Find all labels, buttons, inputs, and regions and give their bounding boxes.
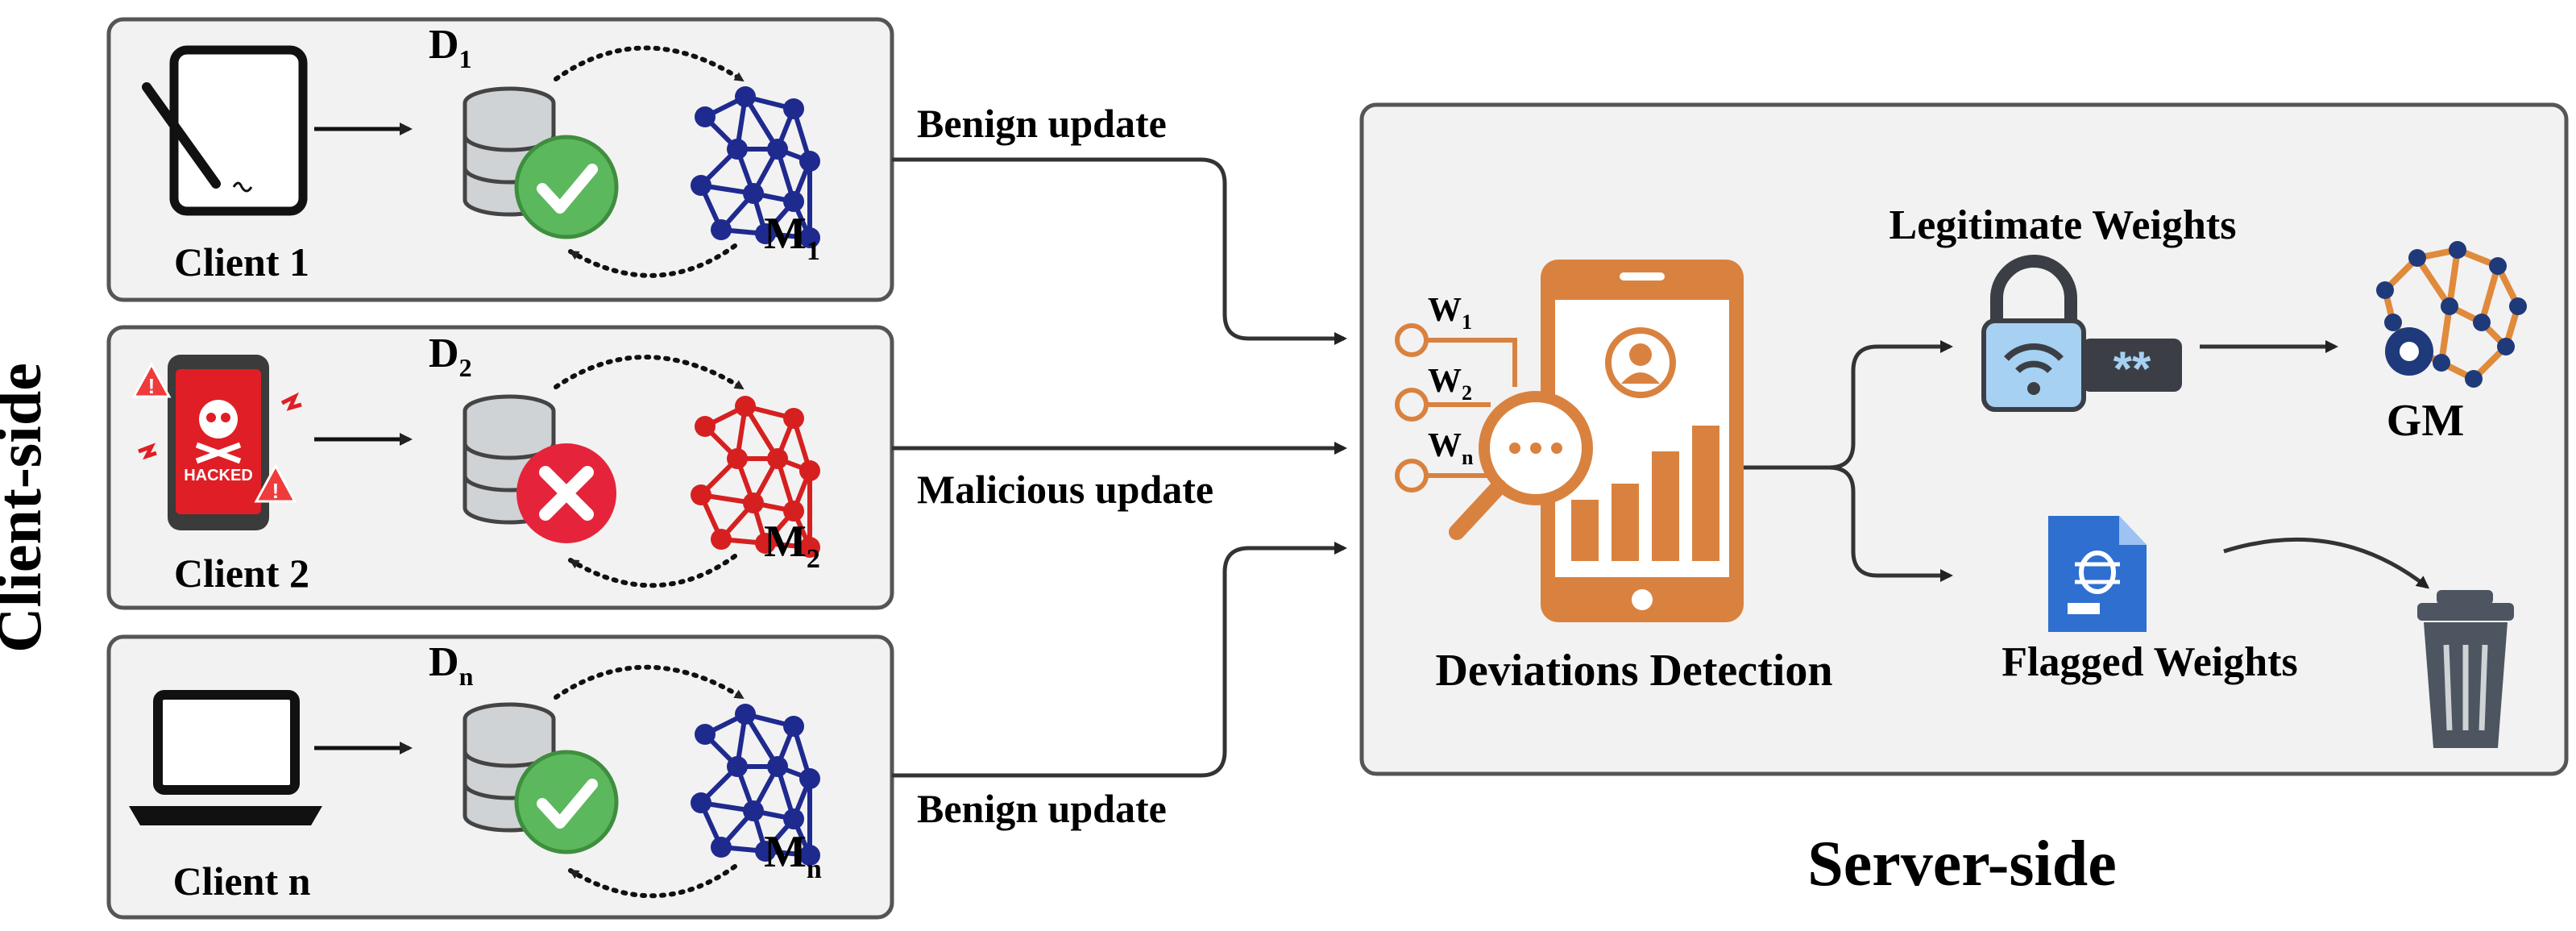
model-1-label: M1 [764,209,820,266]
server-panel: W1 W2 Wn Deviations Detection [1359,102,2569,776]
weight-2-label: W2 [1428,363,1472,405]
dataset-2-label: D2 [429,330,472,382]
branch-connector [1744,340,1953,470]
hacked-phone-icon: HACKED ! ! [131,355,302,530]
benign-update-n-label: Benign update [917,786,1167,831]
flagged-to-trash-arrow [2223,537,2430,589]
svg-text:!: ! [272,479,280,503]
cross-icon [516,443,616,543]
client-side-label: Client-side [0,363,54,653]
feedback-arrow [568,554,737,588]
legitimate-weights-label: Legitimate Weights [1889,202,2237,248]
client-2-panel: HACKED ! ! Client 2 D2 M2 [106,325,894,610]
hacked-text: HACKED [184,467,253,484]
client-1-panel: Client 1 D1 M1 [106,17,894,302]
flagged-weights-label: Flagged Weights [2001,639,2297,685]
malicious-update-label: Malicious update [917,467,1213,512]
global-model-icon [2376,241,2527,388]
feedback-arrow [568,864,737,899]
password-mask: ** [2113,342,2151,396]
train-arrow [554,355,745,391]
deviation-detection-label: Deviations Detection [1435,646,1832,696]
server-side-label: Server-side [1807,829,2117,900]
laptop-icon [129,690,322,825]
trash-icon [2417,590,2514,748]
benign-update-1-line [892,157,1347,345]
benign-update-n-line [892,542,1347,778]
model-network-icon [691,86,820,248]
model-n-label: Mn [764,827,822,884]
client-n-name: Client n [173,858,311,904]
tablet-icon [142,45,308,216]
dataset-n-label: Dn [429,639,474,691]
weight-inputs: W1 W2 Wn [1395,292,1517,493]
feedback-arrow [568,243,737,278]
client-2-name: Client 2 [174,551,309,596]
client-n-panel: Client n Dn Mn [106,634,894,920]
train-arrow [554,45,745,83]
check-icon [516,137,616,237]
model-network-icon [691,704,820,866]
update-connectors: Benign update Malicious update Benign up… [892,101,1347,831]
lock-icon: ** [1981,255,2182,412]
model-2-label: M2 [764,517,820,574]
model-network-icon [691,396,820,558]
client-1-name: Client 1 [174,239,309,285]
weight-n-label: Wn [1428,427,1474,469]
benign-update-1-label: Benign update [917,101,1167,146]
train-arrow [554,664,745,700]
weight-1-label: W1 [1428,292,1472,334]
flagged-file-icon [2048,516,2147,632]
svg-text:!: ! [148,374,156,398]
branch-connector-flagged [1828,465,1953,582]
deviation-detection-icon [1449,260,1744,622]
dataset-1-label: D1 [429,22,472,73]
check-icon [516,752,616,852]
gm-label: GM [2387,396,2464,446]
